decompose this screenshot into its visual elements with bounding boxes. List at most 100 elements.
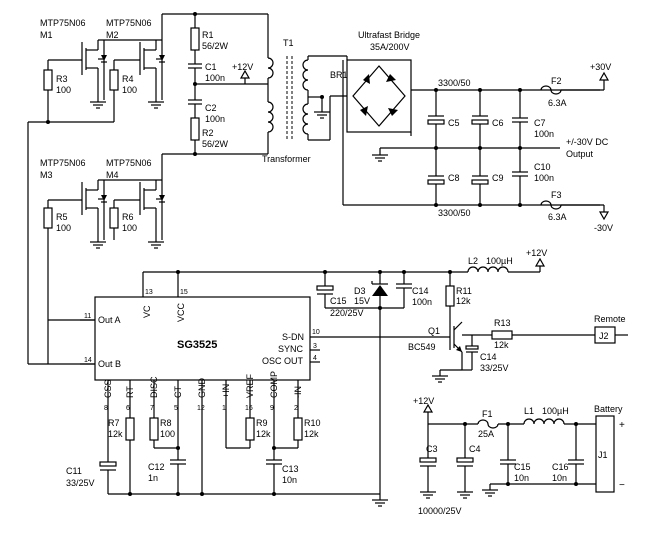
r6-ref: R6 [122, 212, 134, 222]
c12-ref: C12 [148, 462, 165, 472]
mosfet-m4: MTP75N06 M4 [106, 158, 165, 240]
capacitor-c14-bottom: C14 33/25V [462, 334, 509, 373]
pin-ct-num: 5 [174, 405, 178, 412]
f2-ref: F2 [551, 76, 562, 86]
pin-sdn-num: 10 [312, 329, 320, 336]
pin-vcc: VCC [176, 302, 186, 322]
r10-value: 12k [304, 429, 319, 439]
c2-ref: C2 [205, 103, 217, 113]
pin-disc-num: 7 [150, 405, 154, 412]
r10-ref: R10 [304, 418, 321, 428]
pin-vc: VC [142, 305, 152, 318]
f2-value: 6.3A [548, 98, 567, 108]
connector-j2: Remote J2 [594, 314, 628, 344]
r13-ref: R13 [494, 318, 511, 328]
resistor-r4: R4 100 [109, 59, 140, 122]
c34-value: 10000/25V [418, 506, 462, 516]
c15b-value: 10n [514, 473, 529, 483]
pin-vc-num: 13 [145, 289, 153, 296]
c14b-ref: C14 [480, 352, 497, 362]
resistor-r10: R10 12k [274, 410, 321, 449]
pin-osc-num: 4 [313, 355, 317, 362]
pin-rt: RT [125, 386, 135, 398]
pin-comp: COMP [269, 371, 279, 398]
capacitor-c12: C12 1n [148, 410, 186, 494]
transformer-t1: T1 Transformer +12V [195, 13, 330, 164]
connector-j1: Battery J1 + − [594, 404, 625, 493]
neg30-label: -30V [594, 223, 613, 233]
pos30-label: +30V [590, 62, 611, 72]
fuse-f2: F2 6.3A +30V [540, 62, 611, 108]
battery-input: +12V C3 C4 10000/25V F1 25A L1 100µH C15… [413, 396, 596, 516]
resistor-r7: R7 12k [108, 410, 135, 494]
transistor-q1: Q1 BC549 [408, 320, 463, 383]
r7-ref: R7 [108, 418, 120, 428]
pin-comp-num: 9 [270, 405, 274, 412]
pin-vref: VREF [245, 373, 255, 398]
f1-value: 25A [478, 429, 494, 439]
c1-ref: C1 [205, 62, 217, 72]
c15a-value: 220/25V [330, 308, 364, 318]
mosfet-m3: MTP75N06 M3 [40, 158, 107, 240]
m1-part: MTP75N06 [40, 18, 86, 28]
pin-gnd: GND [197, 378, 207, 399]
c8-ref: C8 [448, 173, 460, 183]
pin-ct: CT [173, 386, 183, 398]
c13-ref: C13 [282, 464, 299, 474]
battery-plus: + [619, 420, 625, 431]
capacitor-c15: C15 220/25V [316, 272, 380, 318]
pin-gnd-num: 12 [197, 405, 205, 412]
l1-value: 100µH [542, 406, 569, 416]
inductor-l2: L2 100µH +12V [467, 248, 547, 273]
capacitor-c13: C13 10n [266, 410, 299, 494]
d3-ref: D3 [354, 286, 366, 296]
m4-ref: M4 [106, 170, 119, 180]
r8-value: 100 [160, 429, 175, 439]
pin-outb: Out B [98, 359, 121, 369]
c1-value: 100n [205, 73, 225, 83]
m4-part: MTP75N06 [106, 158, 152, 168]
resistor-r13: R13 12k [480, 318, 595, 350]
v12-battery: +12V [413, 396, 434, 406]
pin-osc: OSC OUT [262, 356, 304, 366]
t1-ref: T1 [283, 38, 294, 48]
pin-css-num: 8 [104, 405, 108, 412]
f3-ref: F3 [551, 190, 562, 200]
pin-rt-num: 6 [126, 405, 130, 412]
c15b-ref: C15 [514, 462, 531, 472]
q1-ref: Q1 [428, 326, 440, 336]
mosfet-m1: MTP75N06 M1 [40, 18, 107, 100]
resistor-r9: R9 12k [225, 410, 271, 449]
c6-ref: C6 [492, 118, 504, 128]
capacitor-c14-top: C14 100n [380, 272, 432, 309]
pin-sync-num: 3 [313, 343, 317, 350]
r11-ref: R11 [456, 286, 472, 296]
bridge-br1: Ultrafast Bridge 35A/200V BR1 [308, 30, 600, 206]
r5-ref: R5 [56, 212, 68, 222]
l2-value: 100µH [486, 256, 513, 266]
bridge-title: Ultrafast Bridge [358, 30, 420, 40]
bank-top-label: 3300/50 [438, 78, 471, 88]
r8-ref: R8 [160, 418, 172, 428]
output-line1: +/-30V DC [566, 137, 609, 147]
pin-nin-num: 2 [294, 405, 298, 412]
r3-value: 100 [56, 85, 71, 95]
pin-vcc-num: 15 [180, 289, 188, 296]
f3-value: 6.3A [548, 212, 567, 222]
m3-ref: M3 [40, 170, 53, 180]
r13-value: 12k [494, 340, 509, 350]
d3-value: 15V [354, 296, 370, 306]
c14a-ref: C14 [412, 286, 429, 296]
ic-name: SG3525 [177, 339, 217, 351]
pin-outa: Out A [98, 315, 121, 325]
pin-nin: -IN [293, 386, 303, 398]
c7-ref: C7 [534, 118, 546, 128]
bank-bottom-label: 3300/50 [438, 208, 471, 218]
r3-ref: R3 [56, 74, 68, 84]
c12-value: 1n [148, 473, 158, 483]
r2-ref: R2 [202, 128, 214, 138]
r1-value: 56/2W [202, 41, 229, 51]
l2-ref: L2 [468, 256, 478, 266]
r6-value: 100 [122, 223, 137, 233]
